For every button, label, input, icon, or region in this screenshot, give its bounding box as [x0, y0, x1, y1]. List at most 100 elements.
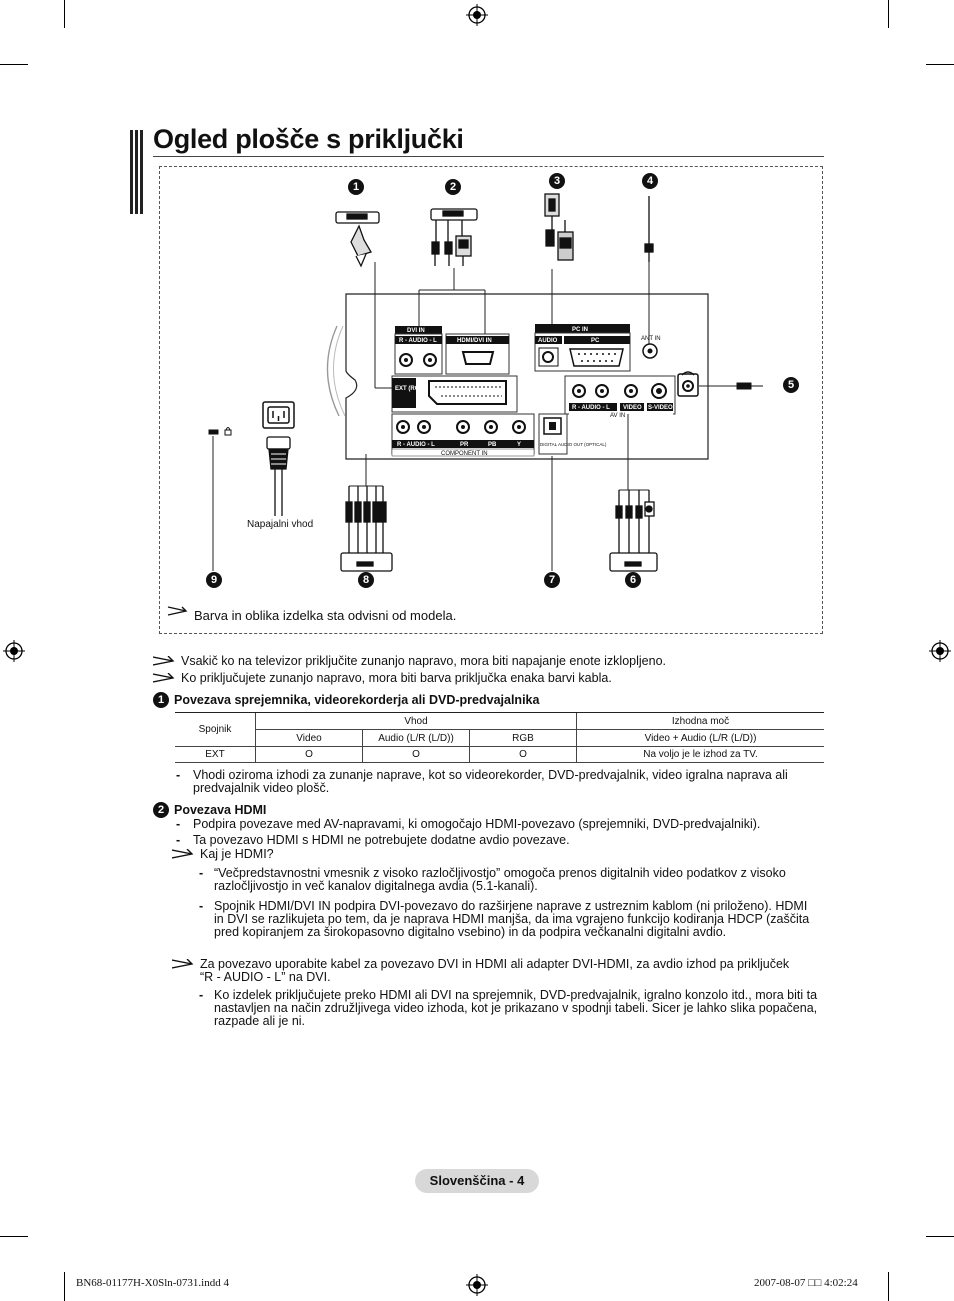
cell-audio: O — [362, 746, 470, 763]
callout-6: 6 — [625, 572, 641, 588]
hdmi-note-item-1: “Večpredstavnostni vmesnik z visoko razl… — [214, 866, 786, 893]
hdmi-dvi-cable-icon — [430, 208, 478, 266]
hdmi-note-title: Kaj je HDMI? — [200, 847, 274, 861]
bullet-dash: - — [199, 866, 204, 880]
note-2: Ko priključujete zunanjo napravo, mora b… — [153, 671, 612, 685]
registration-mark-icon — [929, 640, 951, 662]
component-in-label: COMPONENT IN — [441, 451, 488, 457]
connector-panel-diagram: DVI IN R - AUDIO - L HDMI/DVI IN PC IN A… — [167, 193, 763, 616]
page-footer: Slovenščina - 4 — [415, 1169, 539, 1193]
title-decoration — [130, 130, 144, 214]
dvi-note-arrow — [172, 955, 194, 973]
registration-mark-icon — [466, 1274, 488, 1296]
callout-3: 3 — [549, 173, 565, 189]
bullet-dash: - — [176, 817, 181, 831]
power-socket-icon — [262, 401, 295, 429]
headphone-plug-icon — [736, 382, 763, 390]
callout-9: 9 — [206, 572, 222, 588]
callout-4: 4 — [642, 173, 658, 189]
section-2-heading: 2 Povezava HDMI — [153, 802, 266, 818]
crop-mark — [64, 0, 65, 28]
callout-8: 8 — [358, 572, 374, 588]
imprint-file: BN68-01177H-X0Sln-0731.indd 4 — [76, 1277, 229, 1289]
callout-5: 5 — [783, 377, 799, 393]
dvi-note: Za povezavo uporabite kabel za povezavo … — [200, 957, 790, 984]
scart-cable-icon — [335, 211, 380, 268]
note-arrow-icon — [153, 656, 175, 666]
crop-mark — [64, 1272, 65, 1301]
s-video-label: S-VIDEO — [648, 405, 673, 411]
ext-rgb-label: EXT (RGB) — [395, 386, 426, 392]
digital-audio-out-label: DIGITAL AUDIO OUT (OPTICAL) — [540, 442, 607, 447]
pc-label: PC — [591, 338, 600, 344]
th-audio: Audio (L/R (L/D)) — [362, 729, 470, 747]
title-rule — [153, 156, 824, 157]
bullet-dash: - — [176, 833, 181, 847]
hdmi-note: Kaj je HDMI? — [172, 847, 274, 861]
th-spojnik: Spojnik — [175, 712, 256, 747]
note-arrow-icon — [153, 673, 175, 683]
note-1-text: Vsakič ko na televizor priključite zunan… — [181, 654, 666, 668]
note-arrow-icon — [172, 958, 194, 969]
ext-spec-table: Spojnik Vhod Izhodna moč Video Audio (L/… — [175, 712, 824, 763]
kensington-lock-icon — [208, 427, 232, 436]
hdmi-label: HDMI/DVI IN — [457, 338, 492, 344]
dvi-in-label: DVI IN — [407, 328, 425, 334]
note-2-text: Ko priključujete zunanjo napravo, mora b… — [181, 671, 612, 685]
section-2-bullet-2: Ta povezavo HDMI s HDMI ne potrebujete d… — [193, 833, 570, 847]
callout-1: 1 — [348, 179, 364, 195]
crop-mark — [926, 1236, 954, 1237]
section-1-number: 1 — [153, 692, 169, 708]
pc-cable-icon — [544, 193, 574, 261]
cell-ext: EXT — [175, 746, 256, 763]
dvi-in-label-bar — [395, 326, 442, 334]
hdmi-port — [461, 351, 495, 365]
section-1-heading: 1 Povezava sprejemnika, videorekorderja … — [153, 692, 539, 708]
dvi-audio-label: R - AUDIO - L — [399, 338, 437, 344]
scart-port — [428, 380, 507, 405]
th-vhod: Vhod — [255, 712, 577, 730]
note-1: Vsakič ko na televizor priključite zunan… — [153, 654, 666, 668]
note-arrow-icon — [172, 849, 194, 859]
pc-vga-port — [569, 348, 624, 367]
registration-mark-icon — [466, 4, 488, 26]
cell-out: Na voljo je le izhod za TV. — [576, 746, 824, 763]
bullet-dash: - — [199, 899, 204, 913]
component-audio-label: R - AUDIO - L — [397, 442, 435, 448]
th-out: Video + Audio (L/R (L/D)) — [576, 729, 824, 747]
th-video: Video — [255, 729, 363, 747]
bullet-dash: - — [199, 988, 204, 1002]
ant-in-label: ANT IN — [641, 336, 661, 342]
dvi-note-item: Ko izdelek priključujete preko HDMI ali … — [214, 988, 818, 1028]
bullet-dash: - — [176, 768, 181, 782]
th-rgb: RGB — [469, 729, 577, 747]
th-izhod: Izhodna moč — [576, 712, 824, 730]
power-cable-icon — [266, 436, 291, 516]
page-title: Ogled plošče s priključki — [153, 124, 464, 154]
component-cable-icon — [340, 486, 393, 572]
antenna-cable-icon — [644, 196, 654, 262]
crop-mark — [888, 1272, 889, 1301]
callout-7: 7 — [544, 572, 560, 588]
section-2-bullet-1: Podpira povezave med AV-napravami, ki om… — [193, 817, 761, 831]
cell-rgb: O — [469, 746, 577, 763]
callout-2: 2 — [445, 179, 461, 195]
section-2-number: 2 — [153, 802, 169, 818]
av-in-label: AV IN — [610, 413, 625, 419]
crop-mark — [888, 0, 889, 28]
crop-mark — [926, 64, 954, 65]
pr-label: PR — [460, 442, 469, 448]
av-audio-label: R - AUDIO - L — [572, 405, 610, 411]
av-cable-icon — [609, 490, 658, 572]
pc-in-label: PC IN — [572, 327, 588, 333]
pb-label: PB — [488, 442, 497, 448]
crop-mark — [0, 64, 28, 65]
section-1-bullet: Vhodi oziroma izhodi za zunanje naprave,… — [193, 768, 788, 795]
y-label: Y — [517, 442, 521, 448]
cell-video: O — [255, 746, 363, 763]
hdmi-note-item-2: Spojnik HDMI/DVI IN podpira DVI-povezavo… — [214, 899, 810, 939]
section-1-title: Povezava sprejemnika, videorekorderja al… — [174, 693, 540, 707]
connection-diagram-frame — [159, 166, 823, 634]
diagram-caption: Barva in oblika izdelka sta odvisni od m… — [194, 608, 457, 623]
crop-mark — [0, 1236, 28, 1237]
